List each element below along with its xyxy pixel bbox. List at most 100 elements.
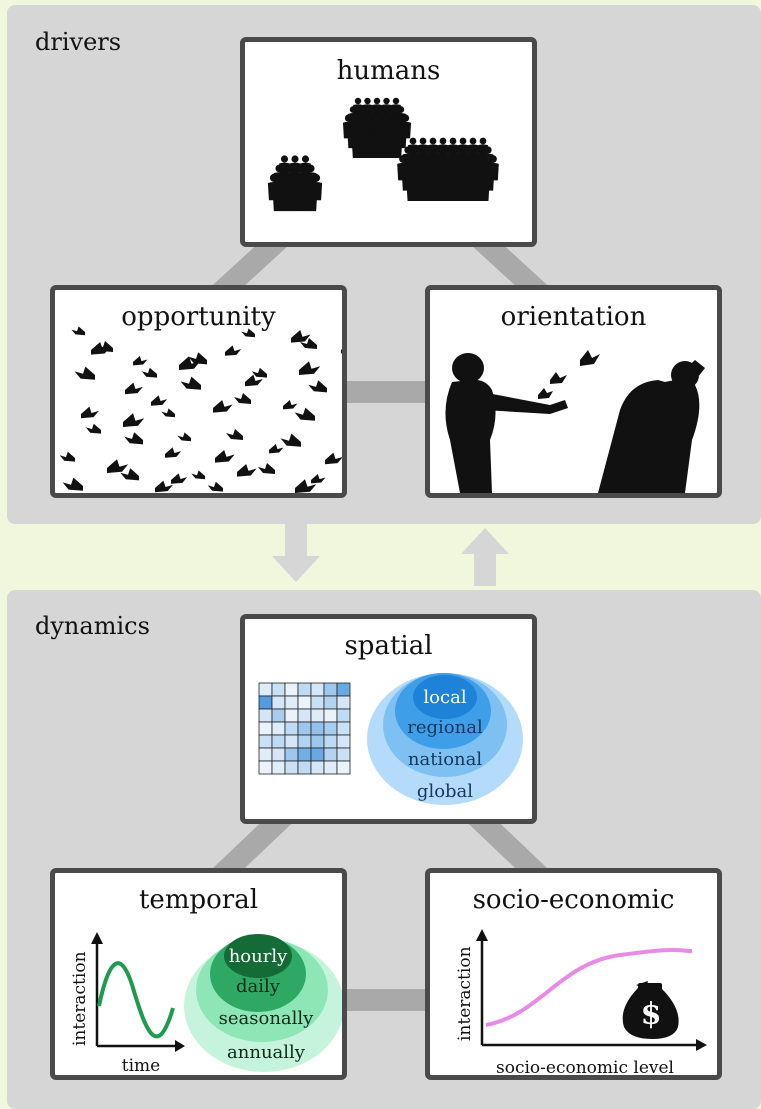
humans-title: humans [336,56,441,86]
spatial-grid-cell [336,695,351,710]
bird-icon [179,356,201,370]
bird-icon [207,481,223,492]
bird-icon [62,477,83,491]
socio-economic-ylabel: interaction [455,946,475,1041]
bird-icon [234,393,251,404]
spatial-grid-cell [323,708,338,723]
spatial-grid-cell [284,760,299,775]
person-icon [351,131,365,158]
spatial-grid-cell [323,760,338,775]
bird-icon [96,341,113,352]
spatial-scale-global: global [417,781,473,802]
spatial-grid-cell [323,734,338,749]
spatial-grid [258,682,351,775]
bird-icon [325,452,342,465]
bird-icon [215,449,235,463]
spatial-grid-cell [258,721,273,736]
people-silhouette-icon [445,350,705,493]
person-icon [304,183,318,212]
spatial-grid-cell [310,721,325,736]
temporal-scale-annually: annually [227,1042,306,1063]
spatial-grid-cell [323,721,338,736]
spatial-grid-cell [271,708,286,723]
bird-icon [226,429,243,440]
spatial-grid-cell [310,734,325,749]
opportunity-box: opportunity [50,285,347,498]
bird-icon [71,326,85,336]
person-icon [426,172,440,201]
bird-icon [165,447,182,458]
person-icon [293,183,307,212]
temporal-title: temporal [138,885,259,915]
person-icon [436,172,450,201]
bird-icon [258,463,275,474]
spatial-box: spatial local regional national global [240,614,537,824]
temporal-box: temporal interaction time hourly daily s… [50,868,347,1080]
bird-icon [300,338,317,349]
temporal-chart: interaction time [70,932,185,1076]
socio-economic-chart: interaction socio-economic level $ [455,929,707,1078]
person-icon [272,183,286,212]
flow-arrows [272,524,509,586]
bird-icon [161,408,175,418]
bird-icon [225,345,242,356]
person-icon [389,131,403,158]
bird-icon [341,349,342,354]
bird-icon [191,470,205,480]
bird-icon [151,395,168,406]
spatial-grid-cell [284,734,299,749]
spatial-grid-cell [323,695,338,710]
spatial-grid-cell [310,747,325,762]
spatial-grid-cell [284,721,299,736]
spatial-grid-cell [258,708,273,723]
spatial-scales-diagram: local regional national global [367,673,523,805]
temporal-scale-daily: daily [236,976,281,997]
dynamics-title: dynamics [35,612,150,640]
spatial-grid-cell [336,682,351,697]
spatial-grid-cell [258,695,273,710]
temporal-scales-diagram: hourly daily seasonally annually [184,934,342,1072]
spatial-grid-cell [336,721,351,736]
bird-icon [188,352,207,365]
bird-icon [269,444,284,454]
spatial-grid-cell [258,760,273,775]
socio-economic-box: socio-economic interaction socio-economi… [425,868,722,1080]
bird-icon [155,480,173,493]
bird-icon [294,407,315,421]
bird-icon [251,367,267,378]
bird-icon [308,380,327,393]
spatial-grid-cell [258,747,273,762]
spatial-grid-cell [297,721,312,736]
person-icon [406,172,420,201]
bird-icon [237,463,257,477]
spatial-grid-cell [284,708,299,723]
person-icon [361,131,374,158]
bird-icon [124,432,143,445]
spatial-grid-cell [271,695,286,710]
socio-economic-xlabel: socio-economic level [496,1058,674,1078]
spatial-grid-cell [336,760,351,775]
spatial-grid-cell [297,734,312,749]
spatial-grid-cell [310,682,325,697]
temporal-ylabel: interaction [70,951,90,1046]
bird-icon [295,479,317,493]
spatial-grid-cell [297,695,312,710]
temporal-scale-hourly: hourly [229,946,288,967]
spatial-grid-cell [336,708,351,723]
bird-icon [125,382,143,395]
opportunity-title: opportunity [121,302,276,332]
birds-flock-icon [59,326,342,493]
bird-icon [107,459,129,473]
spatial-grid-cell [297,708,312,723]
bird-icon [283,400,298,410]
spatial-grid-cell [297,760,312,775]
person-icon [370,131,384,158]
spatial-grid-cell [271,747,286,762]
money-symbol: $ [641,997,662,1032]
person-icon [416,172,430,201]
temporal-xlabel: time [122,1056,160,1076]
bird-icon [81,406,99,419]
spatial-grid-cell [336,734,351,749]
bird-icon [123,413,145,427]
spatial-grid-cell [323,682,338,697]
